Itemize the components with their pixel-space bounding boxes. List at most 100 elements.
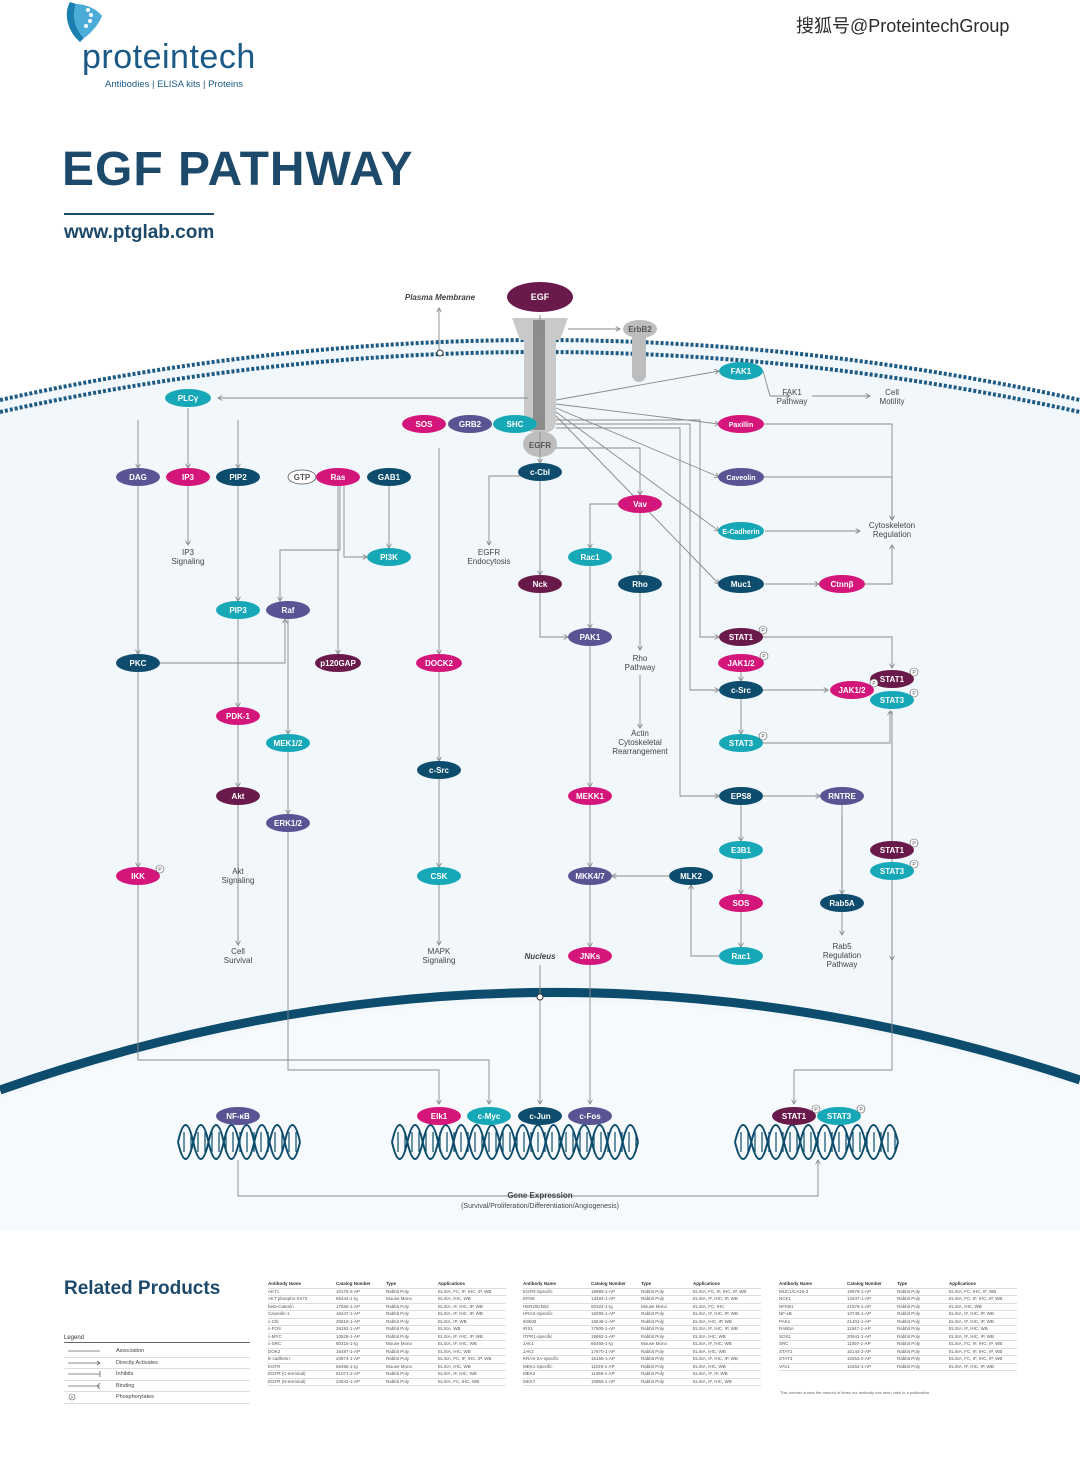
node-rac1a[interactable]: Rac1	[568, 548, 612, 566]
website-link[interactable]: www.ptglab.com	[64, 222, 215, 243]
label-gene-expression-sub: (Survival/Proliferation/Differentiation/…	[461, 1203, 619, 1210]
node-label: STAT1	[880, 846, 905, 855]
node-rac1b[interactable]: Rac1	[719, 947, 763, 965]
node-jak12a[interactable]: JAK1/2P	[718, 651, 769, 672]
node-rntre[interactable]: RNTRE	[820, 787, 864, 805]
node-eps8[interactable]: EPS8	[719, 787, 763, 805]
phospho-icon	[758, 625, 768, 635]
node-label: Ras	[331, 473, 346, 482]
node-stat1c[interactable]: STAT1 P	[870, 838, 919, 859]
node-raf[interactable]: Raf	[266, 601, 310, 619]
pathway-edge	[280, 486, 341, 601]
node-label: STAT3	[827, 1112, 852, 1121]
node-ctnnb[interactable]: Ctnnβ	[819, 575, 865, 593]
watermark-text: 搜狐号@ProteintechGroup	[796, 16, 1010, 36]
svg-text:P: P	[912, 691, 916, 697]
node-erk12[interactable]: ERK1/2	[266, 814, 310, 832]
node-csrcr[interactable]: c-Src	[719, 681, 763, 699]
node-nck[interactable]: Nck	[518, 575, 562, 593]
node-dag[interactable]: DAG	[116, 468, 160, 486]
node-label: MLK2	[680, 872, 702, 881]
node-gtp[interactable]: GTP	[287, 469, 317, 485]
node-egfr[interactable]: EGFR	[529, 441, 551, 450]
node-dock2[interactable]: DOCK2	[416, 654, 462, 672]
node-label: Akt	[232, 792, 245, 801]
node-akt[interactable]: Akt	[216, 787, 260, 805]
pathway-edge	[556, 427, 719, 796]
node-gab1[interactable]: GAB1	[367, 468, 411, 486]
phospho-icon	[909, 859, 919, 869]
node-pi3k[interactable]: PI3K	[367, 548, 411, 566]
node-cmyc[interactable]: c-Myc	[467, 1107, 511, 1125]
node-erbb2[interactable]: ErbB2	[623, 320, 657, 338]
node-ras[interactable]: Ras	[316, 468, 360, 486]
node-label: STAT3	[880, 696, 905, 705]
node-mek12[interactable]: MEK1/2	[266, 734, 310, 752]
node-mekk1[interactable]: MEKK1	[568, 787, 612, 805]
node-egf[interactable]: EGF	[507, 282, 573, 312]
node-fak1[interactable]: FAK1	[719, 362, 763, 380]
node-caveolin[interactable]: Caveolin	[718, 468, 764, 486]
node-label: RNTRE	[828, 792, 856, 801]
node-rab5a[interactable]: Rab5A	[820, 894, 864, 912]
phospho-icon	[811, 1104, 821, 1114]
node-plcy[interactable]: PLCγ	[165, 389, 211, 407]
legend-header: Legend	[64, 1335, 250, 1343]
node-jnks[interactable]: JNKs	[568, 947, 612, 965]
node-label: STAT1	[880, 675, 905, 684]
node-grb2[interactable]: GRB2	[448, 415, 492, 433]
node-label: c-Jun	[529, 1112, 550, 1121]
node-pip2[interactable]: PIP2	[216, 468, 260, 486]
node-sos1[interactable]: SOS	[402, 415, 446, 433]
node-sos2[interactable]: SOS	[719, 894, 763, 912]
node-nfkb[interactable]: NF-κB	[216, 1107, 260, 1125]
node-ip3[interactable]: IP3	[166, 468, 210, 486]
node-pak1[interactable]: PAK1	[568, 628, 612, 646]
node-shc[interactable]: SHC	[493, 415, 537, 433]
node-paxillin[interactable]: Paxillin	[718, 415, 764, 433]
node-rho[interactable]: Rho	[618, 575, 662, 593]
svg-text:P: P	[71, 1395, 74, 1400]
node-cjun[interactable]: c-Jun	[518, 1107, 562, 1125]
brand-name: proteintech	[82, 38, 256, 76]
pathway-edge	[763, 711, 890, 744]
node-cfos[interactable]: c-Fos	[568, 1107, 612, 1125]
node-mlk2[interactable]: MLK2	[669, 867, 713, 885]
node-p120gap[interactable]: p120GAP	[315, 654, 361, 672]
pathway-edge	[556, 419, 719, 637]
pathway-edge	[489, 475, 524, 545]
svg-text:P: P	[912, 841, 916, 847]
node-ccbl[interactable]: c-Cbl	[518, 463, 562, 481]
node-vav[interactable]: Vav	[618, 495, 662, 513]
node-pdk1[interactable]: PDK-1	[216, 707, 260, 725]
node-stat3b[interactable]: STAT3 P	[870, 688, 919, 709]
node-jak12b[interactable]: JAK1/2P	[830, 678, 879, 699]
node-label: PAK1	[580, 633, 601, 642]
node-csk[interactable]: CSK	[417, 867, 461, 885]
node-e3b1[interactable]: E3B1	[719, 841, 763, 859]
pathway-edge	[539, 593, 568, 637]
node-muc1[interactable]: Muc1	[718, 575, 764, 593]
node-pip3[interactable]: PIP3	[216, 601, 260, 619]
node-elk1[interactable]: Elk1	[417, 1107, 461, 1125]
phospho-icon	[759, 651, 769, 661]
pathway-edge	[555, 403, 719, 424]
node-mkk47[interactable]: MKK4/7	[568, 867, 612, 885]
node-csrcm[interactable]: c-Src	[417, 761, 461, 779]
node-pkc[interactable]: PKC	[116, 654, 160, 672]
node-ecadherin[interactable]: E-Cadherin	[718, 522, 764, 540]
